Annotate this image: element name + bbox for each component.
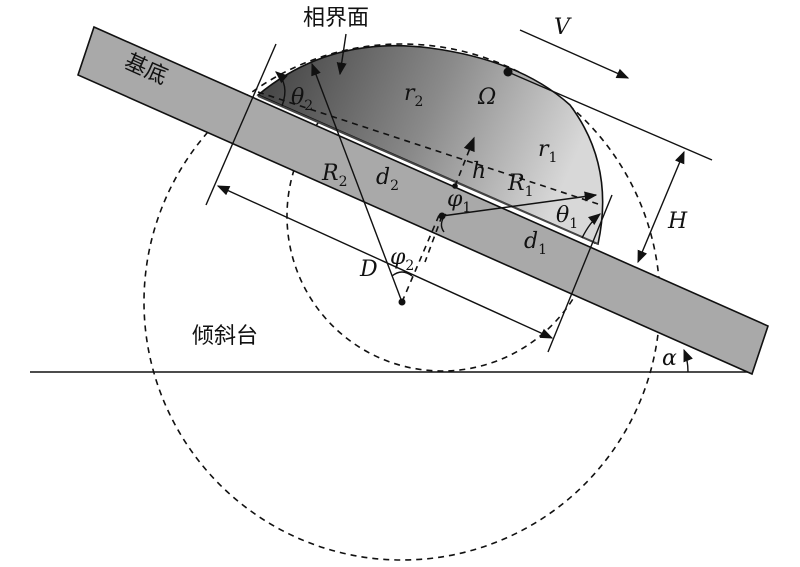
h-label: h xyxy=(472,159,486,184)
r-dashed-line xyxy=(257,91,599,205)
h-base-point xyxy=(452,183,458,189)
velocity-arrow xyxy=(519,29,630,79)
D-label: D xyxy=(359,257,378,282)
top-tangent-line xyxy=(507,71,713,161)
theta1-arc xyxy=(581,213,601,239)
H-label: H xyxy=(667,209,688,234)
theta2-arc xyxy=(275,71,288,107)
omega-label: Ω xyxy=(477,85,496,110)
D-dimension-arrow xyxy=(216,185,554,339)
d2-label: d2 xyxy=(376,165,399,194)
phi1-label: φ1 xyxy=(447,187,471,216)
tilt-stage-label: 倾斜台 xyxy=(192,324,258,349)
right-contact-tangent xyxy=(547,194,613,353)
phi2-label: φ2 xyxy=(390,245,414,274)
h-dashed-line xyxy=(454,136,475,187)
interface-pointer xyxy=(336,33,347,76)
center-O2-point xyxy=(398,298,406,306)
r1-label: r1 xyxy=(538,137,557,166)
R1-label: R1 xyxy=(507,171,534,200)
velocity-label: V xyxy=(554,15,572,40)
theta2-label: θ2 xyxy=(291,85,313,114)
theta1-label: θ1 xyxy=(556,203,578,232)
alpha-label: α xyxy=(662,346,677,371)
alpha-arc xyxy=(683,348,693,373)
phi2-arc xyxy=(391,271,413,277)
interface-label: 相界面 xyxy=(303,6,369,31)
R2-label: R2 xyxy=(321,161,348,190)
omega-point xyxy=(503,67,513,77)
H-arrow xyxy=(637,150,685,264)
d1-label: d1 xyxy=(524,229,547,258)
left-contact-tangent xyxy=(205,43,277,206)
center-O1-point xyxy=(438,212,446,220)
r2-label: r2 xyxy=(404,81,423,110)
